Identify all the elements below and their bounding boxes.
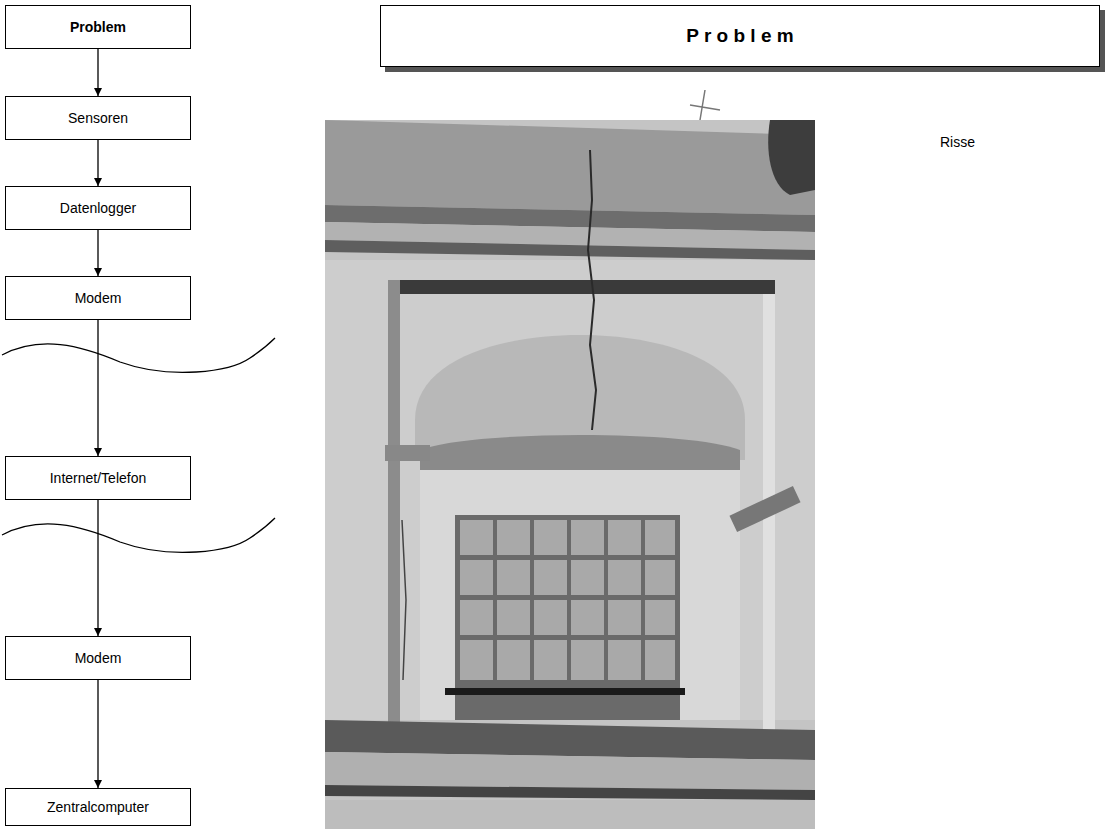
box-label: Sensoren [68,110,128,126]
flow-arrow [97,230,98,276]
flow-arrow [97,320,98,456]
flow-arrow [97,500,98,636]
flow-arrow [97,49,98,96]
box-label: Datenlogger [60,200,136,216]
box-label: P r o b l e m [686,25,793,47]
flow-arrow [97,140,98,186]
process-box: Internet/Telefon [5,456,191,500]
process-box: Modem [5,636,191,680]
process-box: Sensoren [5,96,191,140]
photo-label: Risse [940,134,975,150]
header-box: P r o b l e m [380,5,1100,67]
process-box: Modem [5,276,191,320]
box-label: Modem [75,290,122,306]
flow-arrow [97,680,98,788]
box-label: Problem [70,19,126,35]
process-box: Datenlogger [5,186,191,230]
wave-lines [2,338,275,552]
box-label: Zentralcomputer [47,799,149,815]
box-label: Modem [75,650,122,666]
process-box: Problem [5,5,191,49]
process-box: Zentralcomputer [5,788,191,826]
box-label: Internet/Telefon [50,470,147,486]
facade-photo [325,90,815,829]
